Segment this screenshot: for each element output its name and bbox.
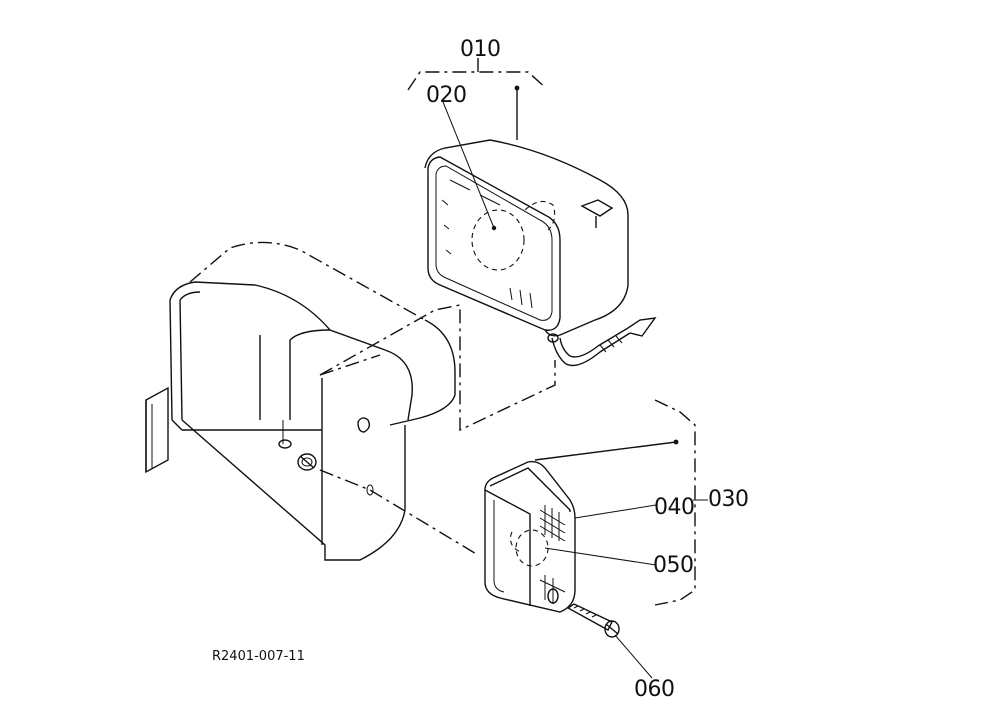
callout-050: 050 <box>653 553 694 578</box>
callout-010: 010 <box>460 37 501 62</box>
callout-020: 020 <box>426 83 467 108</box>
reference-code: R2401-007-11 <box>212 649 305 664</box>
leader-lines <box>442 101 708 679</box>
guard-bracket <box>145 241 556 561</box>
side-lamp <box>484 399 696 613</box>
callout-060: 060 <box>634 677 675 702</box>
callout-030: 030 <box>708 487 749 512</box>
work-lamp <box>407 58 657 367</box>
bolt <box>566 603 620 638</box>
callout-040: 040 <box>654 495 695 520</box>
